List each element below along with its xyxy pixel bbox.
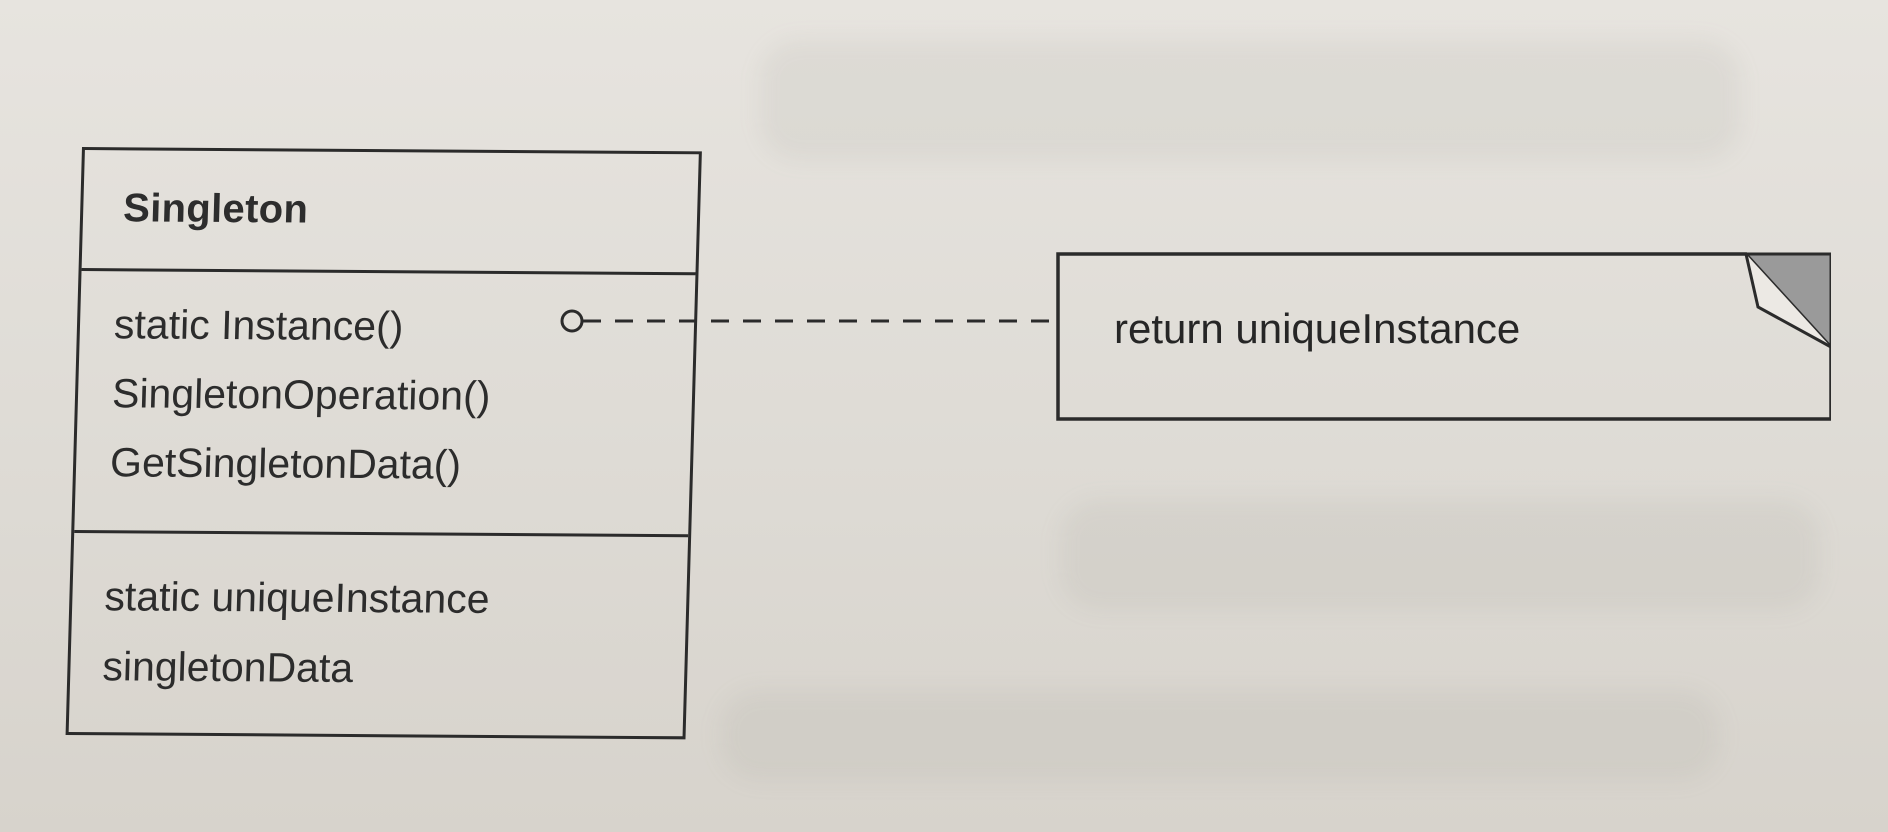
attribute-singleton-data: singletonData — [101, 643, 354, 691]
page-bleed-through-middle — [1060, 500, 1820, 610]
note-fold-flap — [1744, 253, 1831, 349]
attribute-unique-instance: static uniqueInstance — [103, 573, 491, 622]
class-name: Singleton — [122, 186, 309, 232]
operation-singleton-operation: SingletonOperation() — [111, 370, 492, 419]
page-bleed-through-bottom — [720, 690, 1720, 780]
connector-circle-end — [560, 309, 584, 333]
note-connector — [560, 309, 1060, 333]
uml-class-box: Singleton static Instance() SingletonOpe… — [65, 147, 702, 740]
note-outline — [1056, 252, 1831, 421]
attributes-compartment: static uniqueInstance singletonData — [69, 533, 688, 736]
uml-note — [1056, 252, 1831, 421]
operation-get-singleton-data: GetSingletonData() — [109, 439, 462, 488]
page-bleed-through-top — [760, 40, 1740, 160]
note-text: return uniqueInstance — [1114, 305, 1521, 352]
operation-instance: static Instance() — [113, 301, 405, 350]
class-name-compartment: Singleton — [81, 150, 699, 276]
